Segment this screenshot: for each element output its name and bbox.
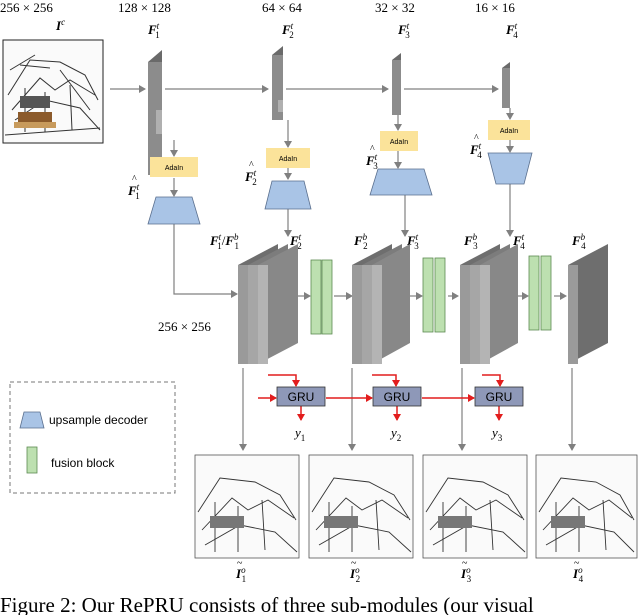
label-y3: y3 [490,425,503,443]
size-label-256-top: 256 × 256 [0,0,53,15]
fused-feature-stack-3 [460,244,518,364]
adain-box-4: AdaIn [488,120,530,140]
label-y2: y2 [389,425,401,443]
legend-upsample-label: upsample decoder [49,413,148,427]
upsample-decoder-4 [487,152,533,185]
label-fh3-hat: ^ [370,144,375,155]
red-arrow-to-gru1 [268,374,300,387]
arrow-dec1-to-fused1 [173,224,238,298]
size-label-128: 128 × 128 [118,0,171,15]
output-image-2 [308,454,414,559]
fusion-block-2 [422,257,446,333]
upsample-decoder-3 [369,168,433,196]
gru-box-1: GRU [276,386,326,407]
label-fh1-hat: ^ [132,174,137,185]
legend-fusion-label: fusion block [51,456,115,470]
label-io2-tilde: ~ [351,558,357,569]
trapezoid-icon [19,411,45,429]
fused-feature-stack-1 [238,244,298,364]
label-io4-tilde: ~ [574,558,580,569]
green-bar-icon [26,446,38,474]
svg-text:AdaIn: AdaIn [500,128,518,135]
fusion-block-3 [528,255,552,331]
size-label-16: 16 × 16 [475,0,515,15]
label-fh4-hat: ^ [474,133,479,144]
svg-text:AdaIn: AdaIn [279,156,297,163]
svg-text:GRU: GRU [486,390,513,404]
feature-map-f3 [392,53,401,115]
gru-box-3: GRU [474,386,524,407]
adain-box-2: AdaIn [266,148,310,168]
upsample-decoder-1 [147,196,201,225]
label-input-ic: Ic [55,17,65,33]
feature-map-f2 [272,46,283,120]
feature-map-f4 [502,62,510,108]
legend: upsample decoder fusion block [9,381,176,494]
output-image-1 [194,454,300,559]
adain-box-3: AdaIn [380,131,418,151]
svg-text:GRU: GRU [384,390,411,404]
feature-map-f1 [148,50,162,175]
gru-box-2: GRU [372,386,422,407]
label-io1-tilde: ~ [237,558,243,569]
fused-feature-stack-2 [352,244,410,364]
output-image-4 [535,454,638,559]
label-y1: y1 [293,425,305,443]
svg-text:GRU: GRU [288,390,315,404]
svg-text:AdaIn: AdaIn [390,139,408,146]
svg-text:AdaIn: AdaIn [165,165,183,172]
input-sketch-image [2,39,104,144]
fusion-block-1 [310,259,333,335]
red-arrow-to-gru3 [482,374,504,387]
fused-feature-stack-4 [568,244,608,364]
red-arrow-to-gru2 [372,374,400,387]
size-label-32: 32 × 32 [375,0,415,15]
size-label-256-mid: 256 × 256 [158,319,211,334]
adain-box-1: AdaIn [150,157,198,177]
upsample-decoder-2 [264,180,312,210]
output-image-3 [422,454,528,559]
label-fh2-hat: ^ [249,160,254,171]
figure-caption: Figure 2: Our RePRU consists of three su… [0,593,534,615]
size-label-64: 64 × 64 [262,0,302,15]
label-io3-tilde: ~ [462,558,468,569]
